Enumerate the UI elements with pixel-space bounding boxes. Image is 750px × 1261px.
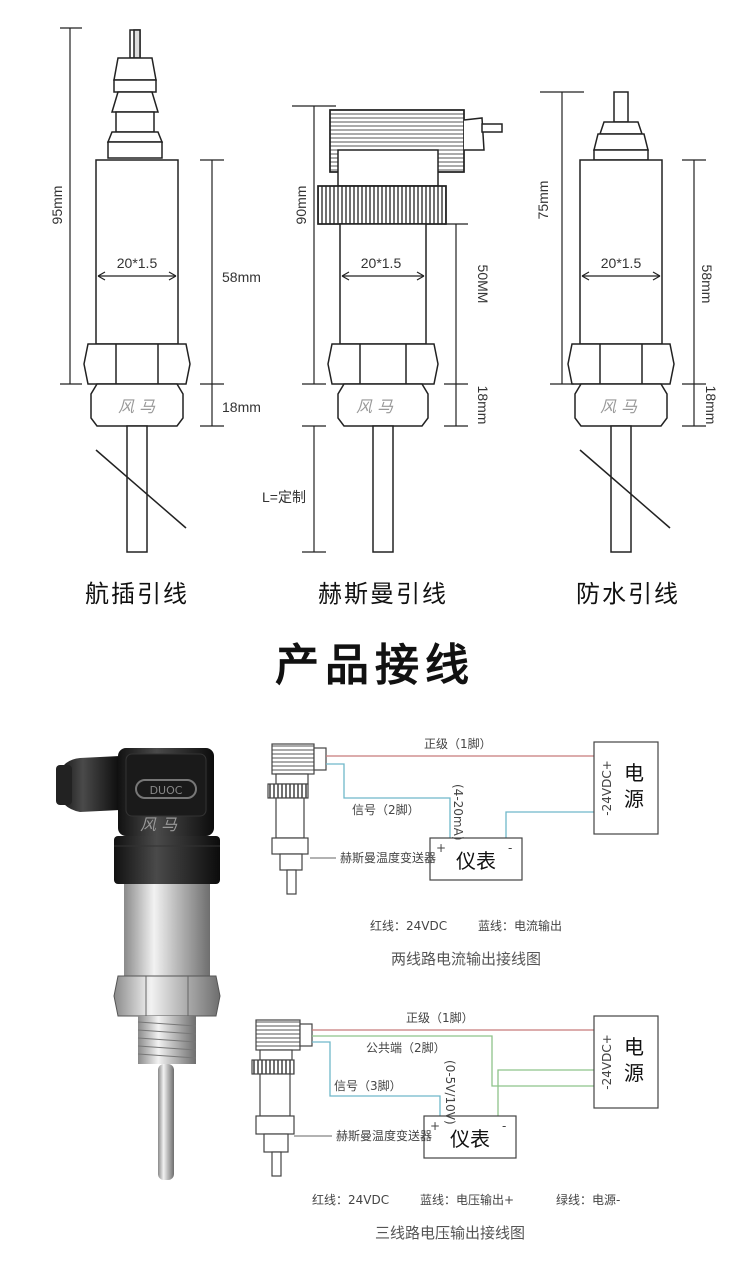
two-range-label: (4-20mA) bbox=[451, 784, 465, 841]
product-logo: DUOC bbox=[150, 784, 183, 797]
two-plus: + bbox=[436, 841, 446, 855]
two-caption: 两线路电流输出接线图 bbox=[391, 950, 541, 968]
wiring-three-wire bbox=[251, 1015, 659, 1177]
sensor-aviation-plug bbox=[83, 29, 191, 553]
two-meter-label: 仪表 bbox=[456, 849, 496, 873]
watermark-2: 风 马 bbox=[356, 397, 394, 416]
three-legend-blue: 蓝线：电压输出+ bbox=[420, 1192, 514, 1207]
three-sensor-label: 赫斯曼温度变送器 bbox=[336, 1128, 432, 1143]
three-positive-label: 正级（1脚） bbox=[406, 1010, 474, 1025]
sensor-3-total-length: 75mm bbox=[535, 181, 551, 220]
dimensions-sensor-1 bbox=[60, 27, 224, 427]
two-positive-label: 正级（1脚） bbox=[424, 736, 492, 751]
sensor-1-caption: 航插引线 bbox=[85, 580, 189, 608]
product-photo: DUOC 风 马 bbox=[56, 748, 221, 1180]
sensor-1-body-length: 58mm bbox=[222, 269, 261, 285]
three-voltage-label: -24VDC+ bbox=[600, 1034, 614, 1089]
sensor-2-probe-length: L=定制 bbox=[262, 489, 306, 505]
two-supply-char-1: 电 bbox=[624, 761, 644, 785]
sensor-3-thread-length: 18mm bbox=[703, 386, 719, 425]
three-caption: 三线路电压输出接线图 bbox=[375, 1224, 525, 1242]
watermark-photo: 风 马 bbox=[140, 815, 178, 834]
two-supply-char-2: 源 bbox=[624, 787, 644, 811]
sensor-2-total-length: 90mm bbox=[293, 186, 309, 225]
sensor-hirschmann bbox=[317, 109, 503, 553]
three-supply-char-1: 电 bbox=[624, 1035, 644, 1059]
two-signal-label: 信号（2脚） bbox=[352, 802, 420, 817]
three-range-label: (0-5V/10V) bbox=[443, 1060, 457, 1125]
sensor-2-caption: 赫斯曼引线 bbox=[318, 580, 448, 608]
sensor-3-caption: 防水引线 bbox=[576, 580, 680, 608]
three-signal-label: 信号（3脚） bbox=[334, 1078, 402, 1093]
sensor-3-diameter: 20*1.5 bbox=[601, 255, 642, 271]
dimensions-sensor-3 bbox=[540, 91, 706, 427]
section-title: 产品接线 bbox=[275, 640, 475, 691]
sensor-1-thread-length: 18mm bbox=[222, 399, 261, 415]
watermark-3: 风 马 bbox=[600, 397, 638, 416]
wiring-two-wire bbox=[267, 741, 659, 895]
sensor-waterproof bbox=[567, 91, 675, 553]
three-plus: + bbox=[430, 1119, 440, 1133]
two-legend-red: 红线：24VDC bbox=[370, 918, 447, 933]
two-minus: - bbox=[508, 841, 512, 855]
three-supply-char-2: 源 bbox=[624, 1061, 644, 1085]
sensor-2-body-length: 50MM bbox=[475, 265, 491, 304]
two-sensor-label: 赫斯曼温度变送器 bbox=[340, 850, 436, 865]
sensor-3-body-length: 58mm bbox=[699, 265, 715, 304]
three-legend-red: 红线：24VDC bbox=[312, 1192, 389, 1207]
two-legend-blue: 蓝线：电流输出 bbox=[478, 918, 562, 933]
sensor-1-total-length: 95mm bbox=[49, 186, 65, 225]
three-meter-label: 仪表 bbox=[450, 1127, 490, 1151]
three-minus: - bbox=[502, 1119, 506, 1133]
watermark-1: 风 马 bbox=[118, 397, 156, 416]
sensor-1-diameter: 20*1.5 bbox=[117, 255, 158, 271]
three-legend-green: 绿线：电源- bbox=[556, 1192, 620, 1207]
two-voltage-label: -24VDC+ bbox=[600, 760, 614, 815]
dimensions-sensor-2 bbox=[292, 105, 468, 553]
sensor-2-diameter: 20*1.5 bbox=[361, 255, 402, 271]
sensor-2-thread-length: 18mm bbox=[475, 386, 491, 425]
three-common-label: 公共端（2脚） bbox=[366, 1040, 446, 1055]
